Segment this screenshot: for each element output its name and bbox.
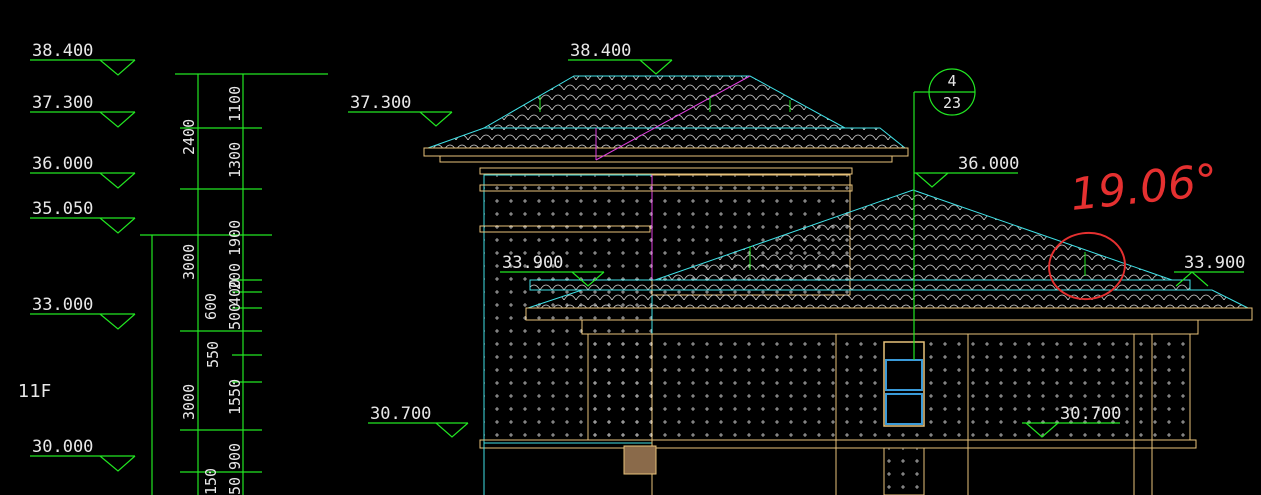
dim-200: 200 (226, 263, 244, 290)
level-floor-right: 30.700 (1022, 404, 1121, 438)
floor-slab (479, 439, 1197, 449)
level-marker-33000: 33.000 (30, 295, 136, 330)
dim-1300: 1300 (226, 142, 244, 178)
level-marker-37300: 37.300 (30, 93, 136, 128)
level-marker-38400: 38.400 (30, 41, 136, 76)
level-eave-right: 33.900 (1174, 253, 1245, 287)
dim-500: 500 (226, 303, 244, 330)
level-marker-30000: 30.000 (30, 437, 136, 472)
lower-eave-roof (527, 289, 1249, 309)
svg-text:30.700: 30.700 (370, 404, 431, 424)
level-upper-eave: 37.300 (348, 93, 453, 127)
window (883, 341, 925, 427)
dim-50: 50 (226, 477, 244, 495)
callout-bottom: 23 (943, 94, 961, 112)
dim-3000-lower: 3000 (180, 384, 198, 420)
svg-text:33.900: 33.900 (502, 253, 563, 273)
svg-text:37.300: 37.300 (32, 93, 93, 113)
dim-900: 900 (226, 443, 244, 470)
svg-text:37.300: 37.300 (350, 93, 411, 113)
markup-circle (1048, 231, 1126, 301)
floor-label: 11F (18, 381, 51, 402)
level-ridge-top: 38.400 (568, 41, 673, 75)
left-level-markers: 38.400 37.300 36.000 35.050 33.000 30.00… (18, 41, 136, 472)
markup-angle-text: 19.06° (1068, 155, 1220, 221)
level-marker-36000: 36.000 (30, 154, 136, 189)
svg-text:36.000: 36.000 (958, 154, 1019, 174)
dim-1900: 1900 (226, 220, 244, 256)
dim-2400: 2400 (180, 119, 198, 155)
callout-top: 4 (947, 72, 956, 90)
dim-400: 400 (226, 279, 244, 306)
level-eave-left: 33.900 (500, 253, 605, 287)
dimension-chains: 2400 3000 3000 150 600 1100 1300 1900 20… (140, 73, 328, 495)
svg-text:33.900: 33.900 (1184, 253, 1245, 273)
upper-hip-roof (482, 75, 846, 129)
svg-text:38.400: 38.400 (32, 41, 93, 61)
dim-1100: 1100 (226, 86, 244, 122)
section-callout: 4 23 (913, 68, 976, 360)
svg-text:35.050: 35.050 (32, 199, 93, 219)
svg-text:30.700: 30.700 (1060, 404, 1121, 424)
svg-text:30.000: 30.000 (32, 437, 93, 457)
svg-text:36.000: 36.000 (32, 154, 93, 174)
level-marker-35050: 35.050 (30, 199, 136, 234)
level-mid-ridge: 36.000 (914, 154, 1019, 188)
small-door (623, 445, 657, 475)
svg-text:33.000: 33.000 (32, 295, 93, 315)
dim-3000-upper: 3000 (180, 244, 198, 280)
dim-600: 600 (202, 293, 220, 320)
level-floor-left: 30.700 (368, 404, 469, 438)
dim-150: 150 (202, 468, 220, 495)
dim-550: 550 (204, 341, 222, 368)
building-elevation (423, 75, 1253, 495)
svg-text:38.400: 38.400 (570, 41, 631, 61)
elevation-level-markers: 38.400 37.300 36.000 33.900 33.900 30.70… (348, 41, 1245, 438)
dim-1550: 1550 (226, 379, 244, 415)
